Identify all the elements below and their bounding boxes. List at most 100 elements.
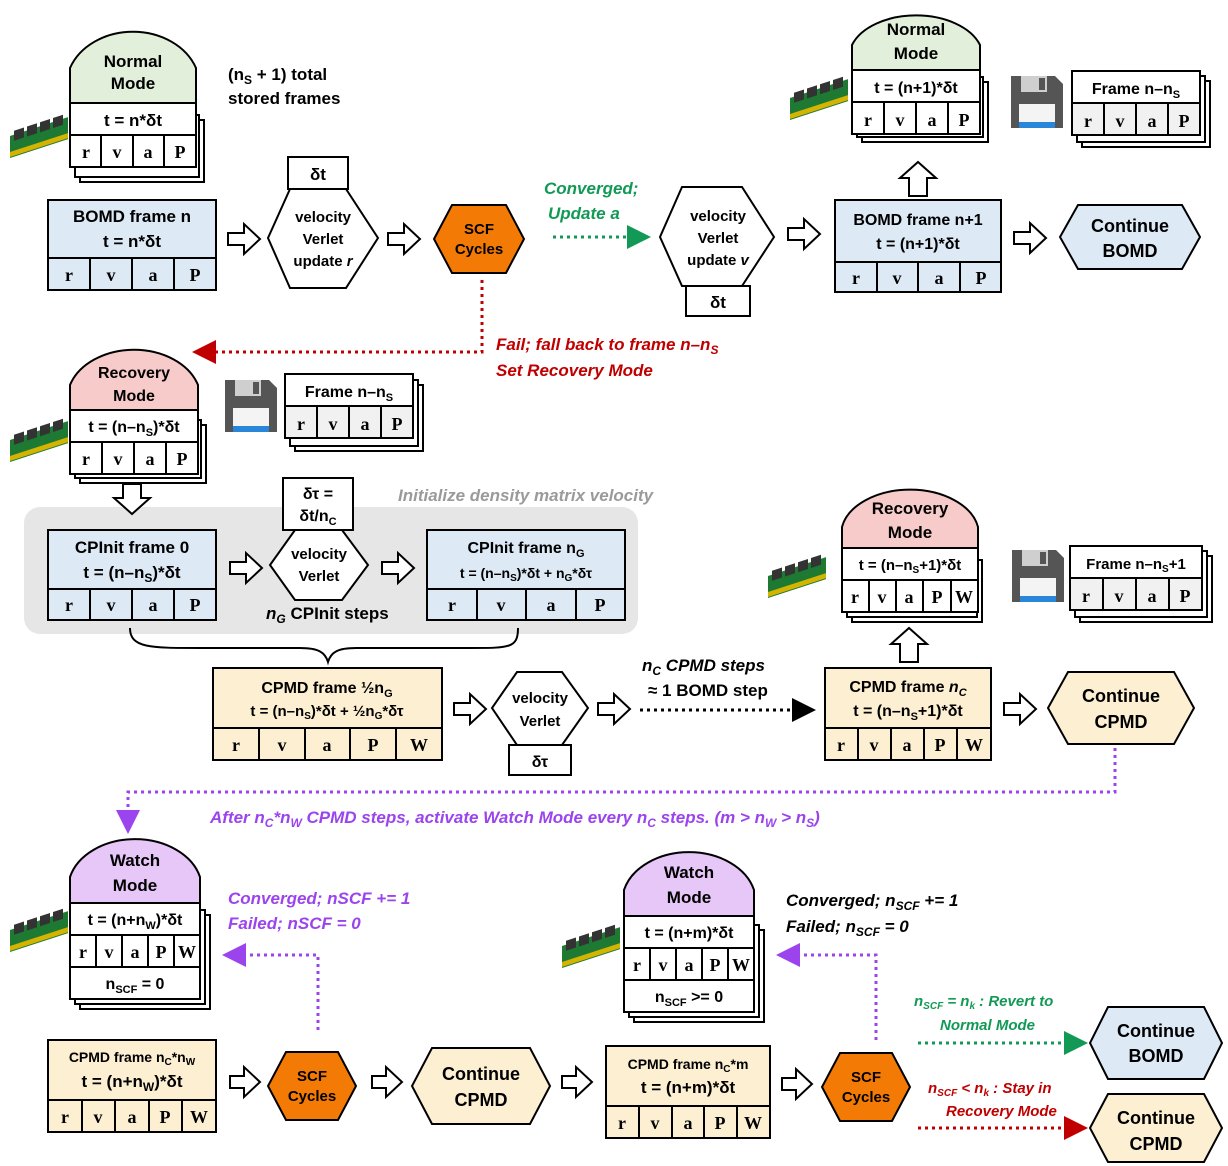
- svg-text:δτ =: δτ =: [303, 486, 333, 503]
- svg-text:Recovery Mode: Recovery Mode: [946, 1103, 1057, 1120]
- arrow-right: [381, 550, 416, 586]
- frame-store-recovery-2: Frame n–nS+1 r v a P: [1069, 545, 1213, 623]
- svg-text:r: r: [65, 595, 73, 615]
- svg-text:r: r: [837, 735, 845, 755]
- svg-text:Frame n–nS: Frame n–nS: [1092, 81, 1180, 101]
- svg-text:Recovery: Recovery: [98, 365, 170, 382]
- cpmd-frame-nc: CPMD frame nC t = (n–nS+1)*δt r v a P W: [824, 667, 992, 761]
- svg-text:t = (n–nS)*δt: t = (n–nS)*δt: [83, 563, 181, 585]
- floppy-disk-icon: [1011, 76, 1063, 128]
- svg-text:SCF: SCF: [297, 1068, 327, 1085]
- svg-text:Set Recovery Mode: Set Recovery Mode: [496, 361, 653, 380]
- svg-text:CPInit frame 0: CPInit frame 0: [75, 538, 189, 557]
- svg-text:P: P: [368, 735, 379, 755]
- svg-text:a: a: [1148, 111, 1157, 131]
- svg-text:P: P: [177, 449, 188, 469]
- svg-text:t = (n–nS)*δt: t = (n–nS)*δt: [88, 419, 180, 439]
- svg-text:P: P: [932, 587, 943, 607]
- svg-text:W: W: [955, 587, 973, 607]
- svg-text:Continue: Continue: [1091, 216, 1169, 236]
- svg-text:r: r: [82, 142, 90, 162]
- svg-text:stored frames: stored frames: [228, 89, 340, 108]
- svg-text:Normal: Normal: [887, 20, 946, 39]
- svg-text:P: P: [392, 414, 403, 434]
- svg-text:v: v: [1115, 586, 1124, 606]
- svg-text:P: P: [160, 1107, 171, 1127]
- svg-text:W: W: [410, 735, 428, 755]
- arrow-right: [229, 550, 264, 586]
- svg-text:Mode: Mode: [113, 876, 157, 895]
- svg-text:W: W: [732, 955, 750, 975]
- svg-text:CPMD: CPMD: [1130, 1134, 1183, 1154]
- frame-store-top: Frame n–nS r v a P: [1071, 70, 1211, 148]
- vv-update-r: δt velocity Verlet update r: [266, 156, 380, 289]
- svg-text:r: r: [82, 449, 90, 469]
- frame-store-recovery-1: Frame n–nS r v a P: [284, 373, 424, 452]
- svg-text:r: r: [1084, 111, 1092, 131]
- cpmd-frame-ncm: CPMD frame nC*m t = (n+m)*δt r v a P W: [605, 1045, 771, 1139]
- svg-text:Converged; nSCF += 1: Converged; nSCF += 1: [228, 889, 410, 908]
- svg-text:t = (n+1)*δt: t = (n+1)*δt: [874, 80, 958, 97]
- svg-text:r: r: [65, 265, 73, 285]
- floppy-disk-icon: [1012, 550, 1064, 602]
- svg-text:Normal Mode: Normal Mode: [940, 1017, 1035, 1034]
- dotted-arrow-purple: [222, 943, 320, 1030]
- ram-icon: [10, 418, 68, 462]
- ram-icon: [10, 908, 68, 952]
- svg-text:a: a: [128, 1107, 137, 1127]
- arrow-up: [897, 160, 939, 197]
- svg-text:P: P: [190, 265, 201, 285]
- arrow-right: [371, 1064, 404, 1100]
- svg-text:t = (n+nW)*δt: t = (n+nW)*δt: [88, 912, 183, 932]
- cpinit-frame-0: CPInit frame 0 t = (n–nS)*δt r v a P: [47, 529, 217, 621]
- svg-text:velocity: velocity: [295, 209, 352, 226]
- svg-text:Update a: Update a: [548, 204, 620, 223]
- ram-icon: [768, 554, 826, 598]
- svg-text:t = (n+nW)*δt: t = (n+nW)*δt: [82, 1072, 183, 1094]
- bomd-frame-n: BOMD frame n t = n*δt r v a P: [47, 199, 217, 291]
- frame-time: t = n*δt: [104, 111, 162, 130]
- svg-text:Failed; nSCF = 0: Failed; nSCF = 0: [228, 914, 361, 933]
- vv-cpinit: δτ = δt/nC velocity Verlet: [268, 477, 370, 601]
- ram-icon: [10, 114, 68, 158]
- scf-cycles-top: SCF Cycles: [432, 204, 526, 274]
- svg-text:t = (n–nS+1)*δt: t = (n–nS+1)*δt: [853, 703, 963, 723]
- normal-mode-stack-right: Normal Mode t = (n+1)*δt r v a P: [851, 14, 989, 143]
- arrow-right: [1003, 691, 1038, 727]
- svg-text:W: W: [965, 735, 983, 755]
- svg-text:a: a: [149, 595, 158, 615]
- svg-text:update v: update v: [687, 252, 750, 269]
- svg-text:δt/nC: δt/nC: [299, 508, 336, 528]
- svg-text:BOMD: BOMD: [1129, 1046, 1184, 1066]
- svg-text:≈ 1 BOMD step: ≈ 1 BOMD step: [648, 681, 768, 700]
- normal-mode-stack-left: Normal Mode t = n*δt r v a P: [69, 30, 205, 183]
- svg-text:v: v: [497, 595, 506, 615]
- svg-text:t = (n–nS+1)*δt: t = (n–nS+1)*δt: [859, 557, 961, 576]
- watch-mode-stack-2: Watch Mode t = (n+m)*δt r v a P W nSCF >…: [623, 851, 765, 1023]
- svg-text:Continue: Continue: [442, 1064, 520, 1084]
- svg-text:CPMD frame ½nG: CPMD frame ½nG: [261, 680, 392, 700]
- arrow-right: [229, 1064, 262, 1100]
- svg-text:W: W: [190, 1107, 208, 1127]
- svg-text:v: v: [113, 142, 122, 162]
- ng-cpinit-steps: nG CPInit steps: [266, 604, 389, 626]
- svg-text:a: a: [935, 268, 944, 288]
- arrow-down: [111, 483, 153, 516]
- svg-text:Frame n–nS+1: Frame n–nS+1: [1086, 556, 1186, 575]
- svg-text:SCF: SCF: [464, 221, 494, 238]
- svg-text:Watch: Watch: [110, 851, 160, 870]
- svg-text:W: W: [744, 1113, 762, 1133]
- svg-text:a: a: [144, 142, 153, 162]
- svg-text:v: v: [651, 1113, 660, 1133]
- svg-text:Failed; nSCF = 0: Failed; nSCF = 0: [786, 917, 909, 939]
- svg-text:P: P: [715, 1113, 726, 1133]
- svg-text:Mode: Mode: [113, 388, 155, 405]
- svg-text:P: P: [959, 110, 970, 130]
- svg-text:r: r: [79, 942, 87, 962]
- svg-text:Watch: Watch: [664, 863, 714, 882]
- continue-cpmd-mid: Continue CPMD: [1046, 671, 1196, 745]
- brace: [129, 627, 519, 666]
- ram-icon: [790, 76, 848, 120]
- svg-text:v: v: [896, 110, 905, 130]
